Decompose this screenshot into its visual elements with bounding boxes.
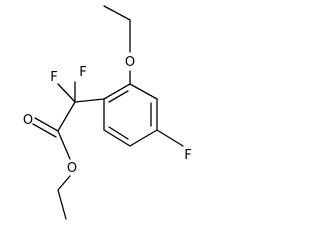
bond-carbonyl-o-ester (57, 130, 71, 160)
bond-ring-cf2 (74, 98, 105, 103)
bond-ring-c5-c4 (129, 129, 158, 147)
bond-ring-f (156, 129, 184, 147)
structure-diagram: F F O O O F (23, 5, 192, 220)
bond-ring-c1-c2-inner (108, 90, 129, 103)
bond-ester-ch2-ch3 (57, 189, 67, 220)
bond-ring-c4-c3 (103, 129, 131, 147)
bond-cf2-carbonyl (57, 101, 76, 132)
atom-o-ether-ring: O (125, 55, 135, 70)
bond-o-ester-ch2 (57, 175, 71, 191)
atom-f-ring: F (184, 148, 191, 163)
atom-f-top: F (79, 65, 86, 80)
bond-carbonyl-double-b (32, 123, 57, 138)
bond-ethyl-ch3-ch2 (103, 5, 131, 21)
bond-ring-c4-c3-inner (108, 126, 129, 140)
bond-carbonyl-double-a (34, 117, 59, 132)
bond-cf2-f-left (57, 83, 76, 103)
bond-ring-c1-c6 (129, 83, 158, 100)
molecule-drawing: F F O O O F (23, 5, 192, 220)
atom-o-ester: O (67, 161, 77, 176)
atom-f-left: F (50, 70, 57, 85)
atom-o-carbonyl: O (23, 113, 33, 128)
bond-ring-c1-c2 (103, 83, 131, 100)
